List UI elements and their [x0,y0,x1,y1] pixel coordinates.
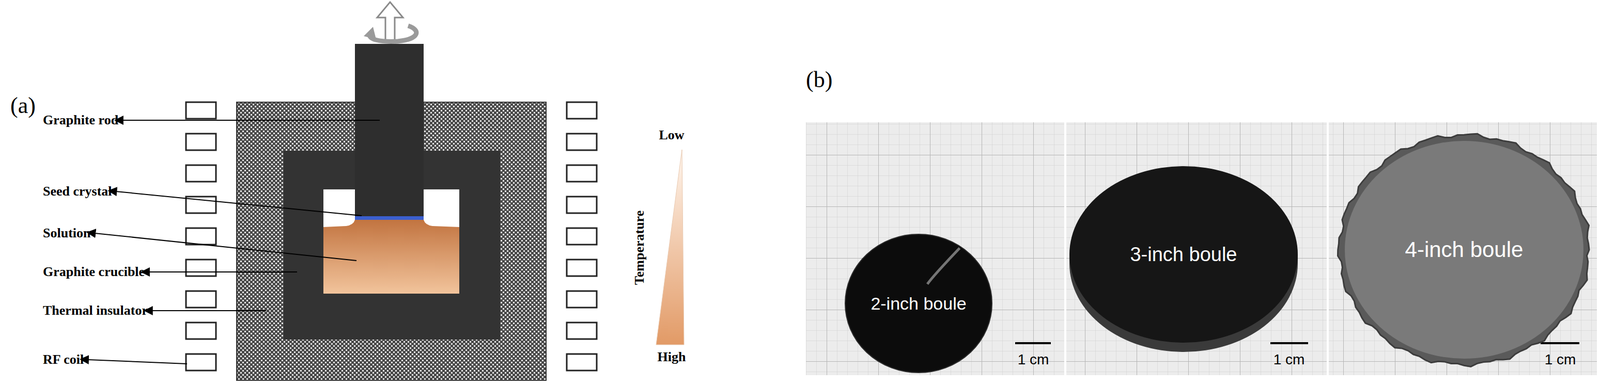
rf-coil-turn [566,322,597,340]
panel-letter: (b) [805,67,833,94]
part-label: RF coil [42,352,84,368]
axis-label: Temperature [631,210,648,286]
rf-coil-turn [185,322,216,340]
motion-arrows [363,2,417,43]
scale-bar [1015,342,1051,345]
rf-coil-turn [185,133,216,151]
scale-bar-label: 1 cm [1273,351,1306,369]
leader-line [148,271,298,273]
rf-coil-turn [566,133,597,151]
leader-line [151,310,267,312]
photo-background [1328,122,1597,376]
rf-coil-turn [185,354,216,371]
solution [323,220,460,294]
furnace [236,43,547,381]
scale-bar [1270,342,1309,345]
rf-coils [185,102,597,371]
rf-coil-turn [566,228,597,245]
boule: 3-inch boule [1069,166,1298,353]
rf-coil-turn [185,102,216,119]
rf-coil-turn [566,165,597,182]
leader-line [87,360,188,365]
rf-coil-turn [185,228,216,245]
boule-label: 3-inch boule [1129,243,1237,267]
scale-end-label: Low [658,127,685,144]
rotation-arrowhead [363,26,377,40]
part-label: Thermal insulator [42,303,148,319]
boule-label: 4-inch boule [1405,237,1524,263]
leader-line [116,191,362,216]
boule: 4-inch boule [1336,132,1592,368]
scale-bar-label: 1 cm [1017,351,1050,369]
part-label: Graphite rod [42,112,119,129]
scale-bar-label: 1 cm [1544,351,1577,369]
rf-coil-turn [566,291,597,308]
temperature-wedge [656,149,685,346]
rotation-arrow [369,25,417,42]
seed-crystal [354,216,424,221]
scale-end-label: High [657,349,687,366]
rf-coil-turn [566,259,597,277]
rf-coil-turn [185,291,216,308]
boule-label: 2-inch boule [870,293,967,315]
rf-coil-turn [566,102,597,119]
panel-letter: (a) [10,92,36,120]
rf-coil-turn [566,196,597,214]
rf-coil-turn [185,165,216,182]
leader-line [95,233,357,261]
pull-arrow [377,2,403,43]
leader-line [122,119,380,121]
rf-coil-turn [566,354,597,371]
rf-coil-turn [185,259,216,277]
part-label: Graphite crucible [42,264,145,281]
graphite-rod [354,43,424,218]
part-label: Solution [42,225,91,242]
photo-background [805,122,1065,376]
photo-background [1066,122,1327,376]
part-label: Seed crystal [42,183,113,200]
boule: 2-inch boule [845,234,992,374]
scale-bar [1540,342,1580,345]
